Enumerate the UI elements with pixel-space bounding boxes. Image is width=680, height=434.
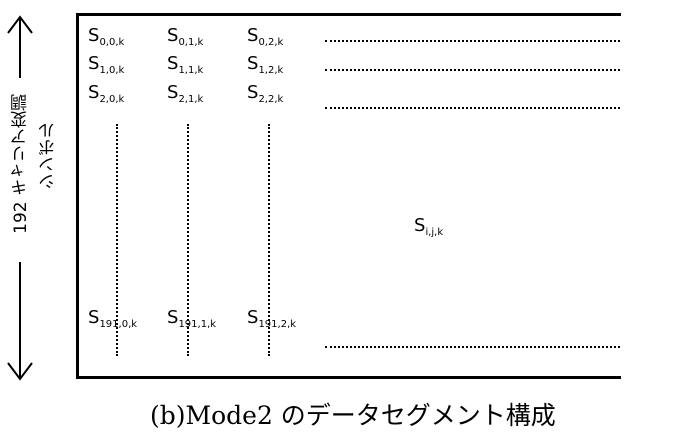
row-2-continuation-dots — [325, 107, 620, 109]
symbol-s-2-2: S2,2,k — [247, 82, 284, 105]
row-1-continuation-dots — [325, 69, 620, 71]
column-0-continuation-dots — [116, 124, 118, 356]
symbol-s-0-2: S0,2,k — [247, 25, 284, 48]
symbol-s-0-1: S0,1,k — [167, 25, 204, 48]
axis-label-line1: 192 キャリア変調 — [11, 94, 31, 234]
symbol-s-191-1: S191,1,k — [167, 307, 217, 330]
row-0-continuation-dots — [325, 40, 620, 42]
arrow-down-icon — [7, 361, 33, 381]
symbol-s-191-0: S191,0,k — [88, 307, 138, 330]
symbol-s-1-0: S1,0,k — [88, 53, 125, 76]
frame-left-border — [76, 13, 79, 379]
symbol-s-1-1: S1,1,k — [167, 53, 204, 76]
column-2-continuation-dots — [268, 124, 270, 356]
symbol-s-2-1: S2,1,k — [167, 82, 204, 105]
axis-label-line2: シンボル — [39, 122, 59, 190]
arrow-shaft-top — [19, 17, 21, 78]
symbol-s-i-j-k: Si,j,k — [414, 215, 444, 238]
symbol-s-1-2: S1,2,k — [247, 53, 284, 76]
symbol-s-191-2: S191,2,k — [247, 307, 297, 330]
figure-caption: (b)Mode2 のデータセグメント構成 — [150, 401, 556, 430]
axis-label: 192 キャリア変調 シンボル — [0, 90, 64, 255]
symbol-s-2-0: S2,0,k — [88, 82, 125, 105]
symbol-s-0-0: S0,0,k — [88, 25, 125, 48]
arrow-shaft-bottom — [19, 262, 21, 374]
frame-bottom-border — [76, 376, 621, 379]
row-191-continuation-dots — [325, 346, 620, 348]
frame-top-border — [76, 13, 621, 16]
column-1-continuation-dots — [187, 124, 189, 356]
